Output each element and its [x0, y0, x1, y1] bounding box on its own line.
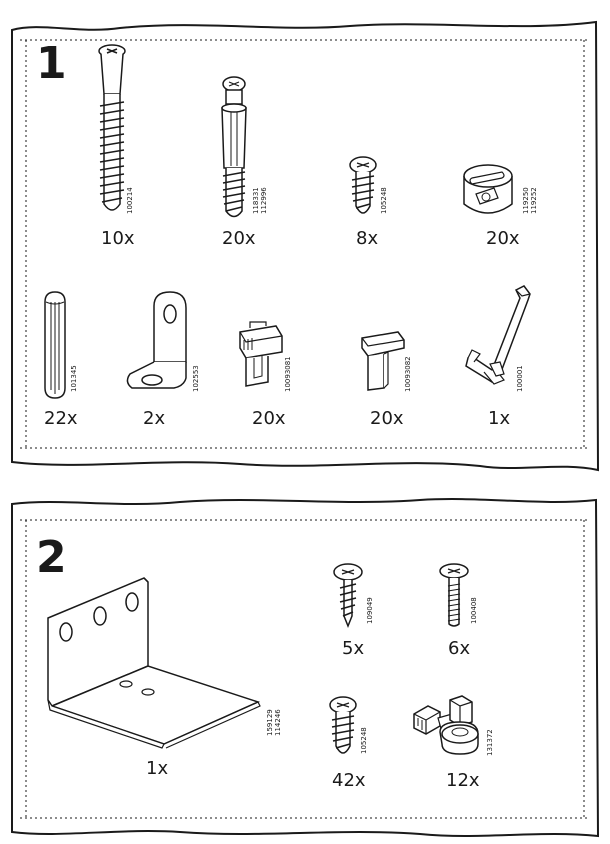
part-quantity: 20x: [370, 408, 404, 429]
part-quantity: 5x: [342, 638, 365, 659]
part-code: 119250: [522, 187, 530, 214]
part-quantity: 6x: [448, 638, 471, 659]
part-quantity: 42x: [332, 770, 366, 791]
part-short-screw-2: [326, 696, 362, 762]
part-quantity: 10x: [101, 228, 135, 249]
part-large-angle-bracket: [44, 574, 264, 750]
long-cam-bolt-icon: [98, 44, 126, 211]
part-code: 105248: [360, 727, 368, 754]
short-screw-icon: [349, 156, 377, 214]
bag-1-seams: [20, 39, 590, 449]
part-machine-screw: [436, 562, 476, 630]
wood-screw-icon: [333, 563, 363, 629]
part-code: 105248: [380, 187, 388, 214]
cam-lock-icon: [463, 164, 513, 214]
part-code: 159129: [266, 709, 274, 736]
wall-anchor-icon: [413, 695, 479, 755]
connector-bolt-icon: [221, 76, 247, 218]
step-1-number: 1: [36, 38, 67, 89]
part-code: 112996: [260, 187, 268, 214]
part-quantity: 12x: [446, 770, 480, 791]
angle-bracket-icon: [126, 291, 187, 389]
part-code: 114246: [274, 709, 282, 736]
part-code: 100408: [470, 597, 478, 624]
part-code: 10093081: [284, 356, 292, 392]
part-wall-anchor: [410, 692, 484, 758]
part-code: 102553: [192, 365, 200, 392]
bag-2-seams: [20, 519, 590, 819]
part-quantity: 20x: [252, 408, 286, 429]
part-code: 10093082: [404, 356, 412, 392]
bag-2-outline: [11, 498, 600, 838]
part-quantity: 22x: [44, 408, 78, 429]
part-connector-bolt: [214, 76, 254, 226]
large-angle-bracket-icon: [47, 577, 261, 749]
part-cam-lock: [458, 160, 524, 220]
part-angle-bracket: [122, 290, 194, 394]
part-quantity: 20x: [486, 228, 520, 249]
wooden-dowel-icon: [44, 291, 66, 399]
part-long-cam-bolt: [90, 44, 130, 224]
part-code: 100001: [516, 365, 524, 392]
part-shelf-support: [358, 330, 408, 394]
part-quantity: 1x: [146, 758, 169, 779]
part-code: 118331: [252, 187, 260, 214]
part-code: 131372: [486, 729, 494, 756]
hex-key-icon: [465, 285, 531, 385]
part-wooden-dowel: [42, 290, 68, 400]
part-hex-key: [460, 284, 556, 396]
short-screw-icon: [329, 696, 357, 754]
bag-1-outline: [11, 20, 600, 472]
part-code: 109049: [366, 597, 374, 624]
part-quantity: 20x: [222, 228, 256, 249]
shelf-support-clip-icon: [239, 321, 283, 387]
part-quantity: 2x: [143, 408, 166, 429]
part-quantity: 8x: [356, 228, 379, 249]
part-shelf-support-clip: [232, 321, 286, 394]
part-short-screw: [346, 156, 382, 222]
part-code: 119252: [530, 187, 538, 214]
part-wood-screw: [330, 562, 370, 629]
shelf-support-icon: [361, 331, 405, 391]
step-2-number: 2: [36, 532, 67, 583]
part-code: 100214: [126, 187, 134, 214]
part-quantity: 1x: [488, 408, 511, 429]
machine-screw-icon: [439, 563, 469, 627]
part-code: 101345: [70, 365, 78, 392]
